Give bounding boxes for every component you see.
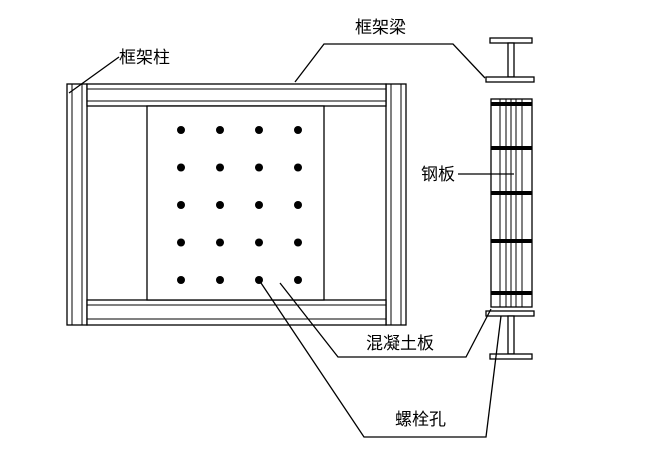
bolt-hole <box>294 201 302 209</box>
bolt-hole <box>255 126 263 134</box>
bolt-hole <box>294 163 302 172</box>
steel-plate-section <box>490 98 533 308</box>
bolt-hole <box>177 276 185 284</box>
label-column: 框架柱 <box>119 48 170 68</box>
label-concrete-slab: 混凝土板 <box>366 334 434 354</box>
bolt-hole <box>216 163 224 172</box>
concrete-slab <box>146 105 325 301</box>
bolt-hole <box>255 238 263 247</box>
bottom-beam <box>86 299 387 326</box>
label-bolt-hole: 螺栓孔 <box>395 410 446 430</box>
top-beam-section <box>485 37 535 83</box>
bolt-hole <box>177 238 185 247</box>
bolt-hole <box>294 126 302 134</box>
bolt-hole-grid <box>177 126 302 284</box>
bolt-hole <box>177 201 185 209</box>
label-steel-plate: 钢板 <box>421 165 455 185</box>
right-column <box>385 83 407 326</box>
side-view <box>485 37 535 360</box>
bolt-hole <box>216 201 224 209</box>
bolt-hole <box>216 238 224 247</box>
front-view <box>66 83 407 326</box>
label-beam: 框架梁 <box>355 18 406 38</box>
bolt-hole <box>255 201 263 209</box>
bolt-hole <box>177 126 185 134</box>
bolt-hole <box>294 238 302 247</box>
bottom-beam-section <box>485 310 535 360</box>
top-beam <box>86 83 387 107</box>
bolt-hole <box>294 276 302 284</box>
leader-lines <box>68 43 514 438</box>
bolt-hole <box>255 163 263 172</box>
bolt-hole <box>177 163 185 172</box>
bolt-hole <box>216 276 224 284</box>
left-column <box>66 83 88 326</box>
bolt-hole <box>216 126 224 134</box>
